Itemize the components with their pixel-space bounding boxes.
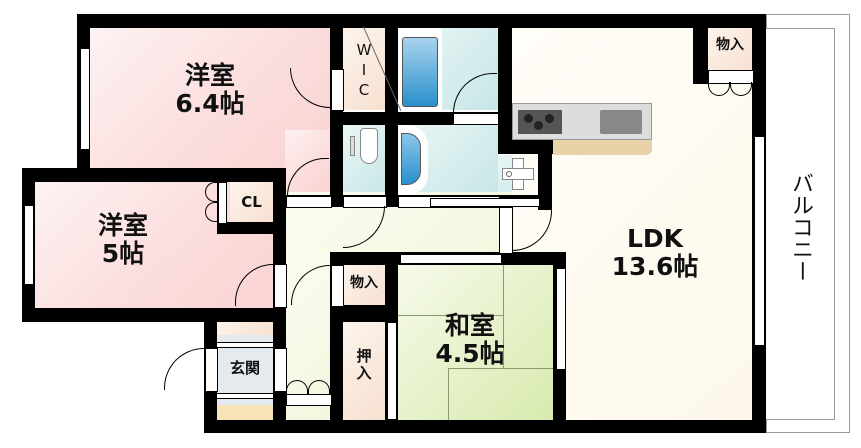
hall-storage-label: 物入 [350,275,378,291]
door-hall-storage[interactable] [331,265,344,307]
tatami-line [448,368,553,369]
window-wash-slide [430,198,540,207]
room-name: LDK [626,224,684,253]
cl-label: CL [241,193,262,211]
genkan-label: 玄関 [229,359,260,377]
window-w2 [24,205,34,285]
wic-letter: C [358,81,370,99]
wall-bottom [204,420,763,433]
door-entrance[interactable] [205,348,218,392]
sink-icon [600,110,642,134]
oshiire-label: 押 入 [350,348,378,381]
wall-ldk-storage-left [693,14,708,84]
wic-area [343,28,385,110]
hall-storage [343,265,385,305]
door-w1-wic[interactable] [331,69,344,111]
door-genkan-hall[interactable] [274,348,287,392]
door-w2[interactable] [274,264,287,308]
door-swing [205,202,218,222]
wall-storage-bottom [330,305,398,322]
room-size: 13.6帖 [611,251,699,281]
kitchen-counter-top [553,140,652,155]
room-name: 洋室 [184,61,235,90]
window-ldk [754,136,765,346]
genkan-line [217,342,273,348]
balcony-inner [766,28,835,420]
shoe-closet [217,320,273,335]
wic-letter: W [356,41,372,59]
ldk-storage [708,28,752,70]
door-swing [308,380,330,394]
door-w1-corridor[interactable] [286,196,332,208]
window-jp-top [400,254,502,264]
oshiire-char: 入 [356,363,372,382]
bathtub-icon [398,28,442,112]
room-size: 5帖 [101,238,145,268]
window-w1 [80,48,90,150]
wall-cl-bottom [217,222,286,234]
genkan-line [217,393,273,399]
wic-letter: I [361,61,367,79]
tatami-line [448,368,449,420]
toilet-remote-icon [350,136,355,156]
door-swing [164,348,204,390]
cl-closet [230,182,273,222]
door-swing [286,380,308,394]
wall-bath-right [498,14,512,154]
japanese-room-label: 和室 4.5帖 [420,312,520,367]
japanese-room [398,265,553,420]
western-room-2-label: 洋室 5帖 [68,212,178,267]
tatami-line [398,315,503,316]
oshiire-char: 押 [356,347,372,365]
oshiire-closet [343,322,385,420]
room-name: 洋室 [97,211,148,240]
room-size: 4.5帖 [435,338,505,368]
wall-w2-bottom [22,308,286,322]
tatami-line [503,265,504,368]
washbasin-tub-icon [398,125,428,195]
ldk-label: LDK 13.6帖 [590,225,720,280]
genkan-step [217,405,273,420]
door-bath[interactable] [453,113,499,125]
door-ldk[interactable] [499,207,513,254]
door-shoebox[interactable] [286,394,332,406]
door-swing [205,182,218,202]
toilet-icon [360,128,378,164]
wall-w2-top [22,168,286,182]
balcony-label: バルコニー [788,172,813,282]
western-room-1-label: 洋室 6.4帖 [150,62,270,117]
wic-label: W I C [352,40,376,100]
ldk-storage-label: 物入 [716,37,744,53]
stove-icon [518,110,562,134]
wall-wic-right [385,14,398,196]
room-size: 6.4帖 [175,88,245,118]
door-cl[interactable] [218,182,227,224]
genkan-area [217,320,273,420]
washing-machine-icon [502,158,534,190]
room-name: 和室 [444,311,495,340]
wall-top [77,14,763,28]
window-oshiire [387,322,397,420]
wall-wash-right [538,140,552,210]
window-jp-right [556,268,566,370]
